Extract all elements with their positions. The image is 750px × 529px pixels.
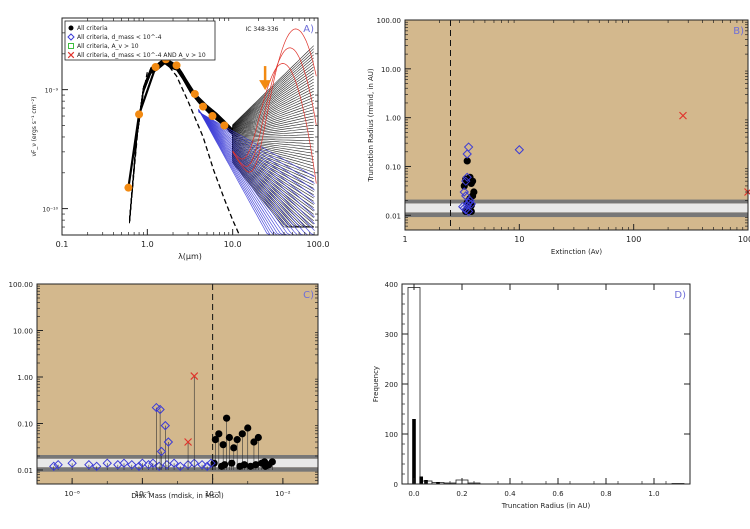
y-tick-label: 1.00 — [385, 115, 401, 123]
y-tick-label: 10⁻¹⁰ — [42, 207, 58, 214]
x-tick-label: 100 — [626, 235, 641, 244]
photometry-point — [135, 110, 143, 118]
band-dark-lower — [405, 212, 748, 217]
y-tick-label: 200 — [385, 381, 398, 389]
panel-background — [37, 284, 318, 484]
data-point-dot — [220, 441, 227, 448]
x-tick-label: 1 — [402, 235, 407, 244]
y-axis-label: Truncation Radius (rmind, in AU) — [367, 68, 375, 183]
panel-label: D) — [674, 290, 686, 301]
band-light — [405, 203, 748, 212]
data-point-dot — [226, 434, 233, 441]
data-point-dot — [262, 463, 269, 470]
data-point-dot — [244, 424, 251, 431]
x-tick-label: 10.0 — [224, 240, 242, 249]
y-tick-label: 0.01 — [17, 467, 33, 475]
panel-label: A) — [303, 24, 314, 35]
x-tick-label: 0.0 — [408, 490, 419, 498]
legend-entry: All criteria — [77, 25, 108, 32]
y-tick-label: 100.00 — [377, 17, 402, 25]
y-tick-label: 100 — [385, 431, 398, 439]
y-tick-label: 400 — [385, 281, 398, 289]
y-tick-label: 0.10 — [17, 421, 33, 429]
panel-label: C) — [303, 290, 314, 301]
x-tick-label: 0.8 — [600, 490, 611, 498]
x-tick-label: 1.0 — [648, 490, 659, 498]
data-point-dot — [210, 460, 217, 467]
model-sed-curve — [130, 59, 314, 218]
band-dark-upper — [405, 200, 748, 204]
data-point-dot — [223, 415, 230, 422]
x-tick-label: 1.0 — [141, 240, 154, 249]
photometry-point — [152, 63, 160, 71]
y-tick-label: 100.00 — [9, 281, 34, 289]
y-tick-label: 300 — [385, 331, 398, 339]
histogram-bar-selected — [412, 419, 416, 484]
x-axis-label: λ(μm) — [178, 252, 202, 261]
data-point-dot — [228, 460, 235, 467]
legend-entry: All criteria, d_mass < 10^-4 — [77, 34, 162, 41]
y-axis-label: Frequency — [372, 366, 380, 402]
band-dark-upper — [37, 455, 318, 459]
panel-background — [405, 20, 748, 230]
legend-marker-dot — [69, 26, 74, 31]
y-tick-label: 10⁻⁹ — [45, 88, 59, 95]
x-tick-label: 0.1 — [56, 240, 69, 249]
x-axis-label: Disk Mass (mdisk, in Msol) — [131, 492, 224, 500]
source-name: IC 348-336 — [246, 26, 279, 33]
x-tick-label: 10⁻⁸ — [64, 490, 80, 498]
x-tick-label: 0.6 — [552, 490, 564, 498]
photometry-point — [199, 103, 207, 111]
y-axis-label: νF_ν (ergs s⁻¹ cm⁻²) — [31, 97, 38, 157]
panel-label: B) — [733, 26, 744, 37]
data-point-dot — [255, 434, 262, 441]
panel-d-frame — [402, 284, 690, 484]
y-tick-label: 0 — [394, 481, 398, 489]
x-axis-label: Truncation Radius (in AU) — [501, 502, 591, 510]
data-point-dot — [234, 436, 241, 443]
y-tick-label: 10.00 — [381, 66, 401, 74]
photometry-point — [208, 112, 216, 120]
stellar-photosphere-line — [130, 62, 240, 235]
histogram-bar-selected — [419, 477, 423, 485]
photometry-point — [220, 121, 228, 129]
x-tick-label: 10 — [514, 235, 524, 244]
data-point-dot — [230, 444, 237, 451]
upper-limit-arrow-head — [259, 80, 271, 90]
x-tick-label: 10⁻² — [275, 490, 291, 498]
data-point-dot — [239, 430, 246, 437]
photometry-point — [124, 184, 132, 192]
x-tick-label: 100.0 — [307, 240, 330, 249]
y-tick-label: 1.00 — [17, 374, 33, 382]
y-tick-label: 10.00 — [13, 328, 33, 336]
legend-entry: All criteria, A_v > 10 — [77, 43, 139, 50]
photometry-point — [173, 61, 181, 69]
x-tick-label: 0.4 — [504, 490, 516, 498]
photometry-point — [191, 90, 199, 98]
data-point-dot — [221, 461, 228, 468]
legend-entry: All criteria, d_mass < 10^-4 AND A_v > 1… — [77, 52, 206, 59]
data-point-dot — [215, 430, 222, 437]
data-point-dot — [269, 458, 276, 465]
model-sed-curve-blue — [199, 111, 315, 210]
x-axis-label: Extinction (Av) — [551, 248, 602, 256]
data-point-dot — [470, 188, 477, 195]
x-tick-label: 0.2 — [456, 490, 467, 498]
y-tick-label: 0.01 — [385, 212, 401, 220]
data-point-dot — [241, 461, 248, 468]
y-tick-label: 0.10 — [385, 163, 401, 171]
x-tick-label: 1000 — [738, 235, 750, 244]
